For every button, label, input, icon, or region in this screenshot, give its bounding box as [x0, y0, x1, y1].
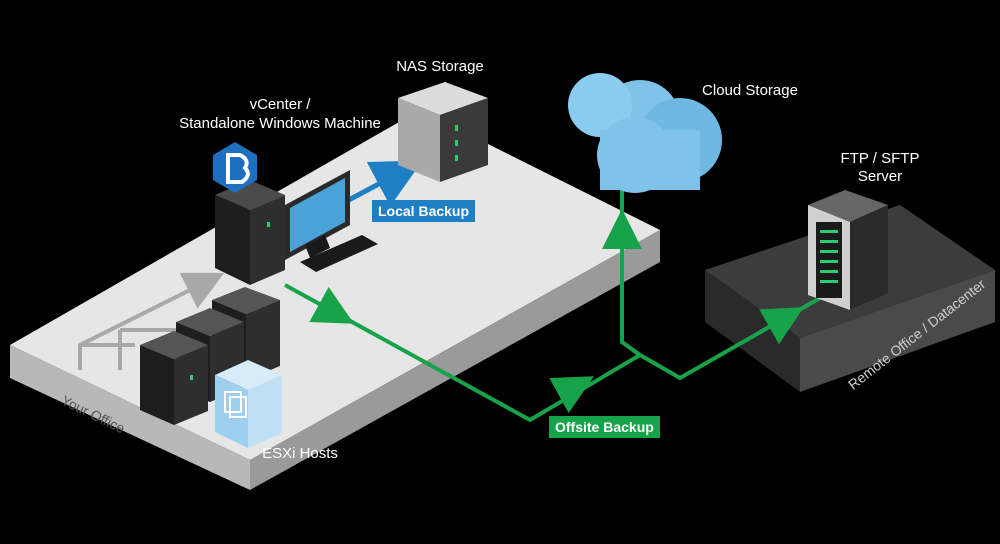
offsite-backup-tag: Offsite Backup [549, 416, 660, 438]
local-backup-tag: Local Backup [372, 200, 476, 222]
ftp-server-rack [808, 190, 888, 310]
monitor [285, 170, 350, 260]
esxi-hosts-label: ESXi Hosts [262, 445, 338, 462]
esxi-server-1 [140, 331, 208, 425]
vcenter-label-line2: Standalone Windows Machine [179, 115, 381, 132]
keyboard [300, 235, 378, 272]
ftp-label-line1: FTP / SFTP [840, 150, 920, 167]
vmware-icon [215, 360, 282, 448]
backup-logo-icon [213, 142, 257, 193]
vcenter-tower [215, 180, 285, 285]
nas-storage-device [398, 82, 488, 182]
cloud-storage-label: Cloud Storage [702, 82, 798, 99]
cloud-storage-icon [568, 73, 722, 193]
vcenter-label-line1: vCenter / [249, 96, 311, 113]
nas-storage-label: NAS Storage [396, 58, 484, 75]
offsite-backup-lines [284, 175, 821, 423]
ftp-label-line2: Server [857, 168, 903, 185]
